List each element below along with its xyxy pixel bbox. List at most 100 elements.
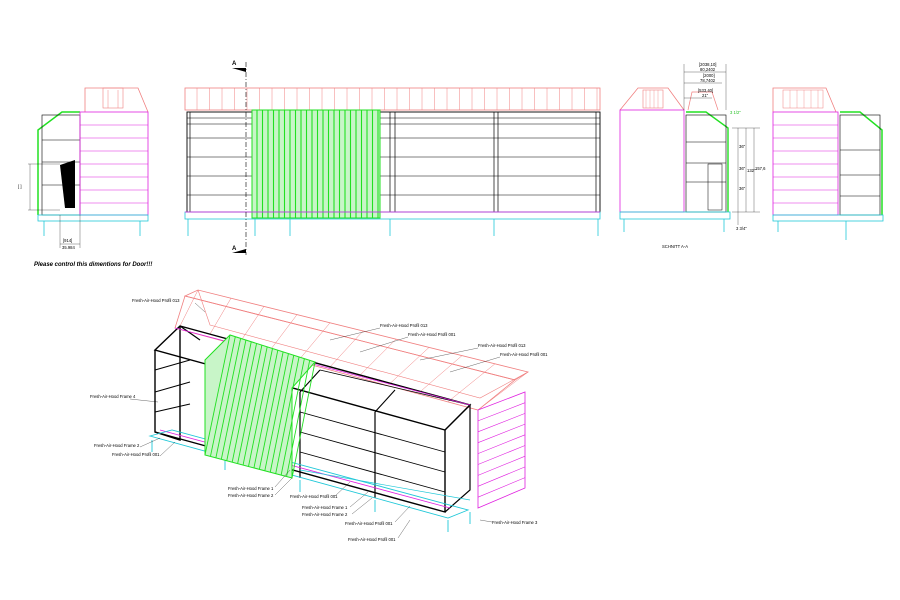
drawing-line [209, 298, 232, 335]
drawing-line [209, 336, 236, 457]
left-dim-bracket: [ ] [18, 184, 22, 189]
section-a-a-view: [2038,10] 80,2402 [2000] 78,7402 [533,40… [619, 62, 766, 249]
drawing-line [448, 363, 496, 402]
callout-label: Fresh-Air-Hood Profil 013 [132, 298, 180, 303]
left-end-view: [ ] [914] 35.984 Please control this dim… [18, 87, 152, 268]
drawing-line [275, 356, 300, 474]
right-frame-green [840, 111, 883, 215]
drawing-line [477, 455, 526, 476]
left-base [37, 214, 149, 222]
callout: Fresh-Air-Hood Frame 2 [302, 497, 373, 517]
drawing-line [231, 343, 258, 463]
right-hood-outline [772, 87, 837, 113]
green-dim: 3 1/2" [730, 110, 741, 115]
callout: Fresh-Air-Hood Frame 3 [479, 519, 538, 525]
left-cladding [79, 111, 149, 216]
left-hood-window [102, 87, 124, 109]
callout: Fresh-Air-Hood Profil 013 [132, 298, 206, 313]
drawing-line [226, 341, 252, 461]
right-dim-5: 3 3/4" [736, 226, 747, 231]
left-frame-green [37, 111, 80, 215]
drawing-line [269, 355, 295, 473]
left-hood-outline [84, 87, 149, 113]
drawing-line [215, 338, 242, 458]
callouts: Fresh-Air-Hood Profil 013 Fresh-Air-Hood… [90, 298, 548, 542]
drawing-line [179, 289, 199, 327]
iso-cladding-lines [477, 402, 526, 498]
callout: Fresh-Air-Hood Frame 4 [90, 394, 159, 403]
drawing-line [477, 445, 526, 465]
section-frame-green [686, 111, 729, 212]
callout: Fresh-Air-Hood Profil 001 [359, 332, 456, 353]
drawing-line [258, 351, 284, 470]
callout: Fresh-Air-Hood Frame 2 [228, 477, 293, 498]
callout: Fresh-Air-Hood Frame 2 [94, 437, 161, 448]
right-dim-4: 36" [739, 186, 746, 191]
left-dim-914: [914] [63, 238, 72, 243]
callout-label: Fresh-Air-Hood Profil 001 [348, 537, 396, 542]
callout-label: Fresh-Air-Hood Profil 001 [408, 332, 456, 337]
right-dim-3: 132" [747, 168, 756, 173]
callout-label: Fresh-Air-Hood Profil 001 [345, 521, 393, 526]
top-dim-1b: 80,2402 [700, 67, 716, 72]
callout-label: Fresh-Air-Hood Frame 1 [302, 505, 348, 510]
top-dim-3a: [533,40] [698, 88, 713, 93]
right-dim-6: 157,6 [755, 166, 766, 171]
callout-label: Fresh-Air-Hood Frame 3 [492, 520, 538, 525]
callout-label: Fresh-Air-Hood Frame 4 [90, 394, 136, 399]
drawing-line [239, 306, 265, 343]
callout: Fresh-Air-Hood Frame 1 [228, 469, 291, 491]
drawing-line [220, 339, 247, 460]
callout-label: Fresh-Air-Hood Profil 013 [380, 323, 428, 328]
front-hood-ribs [196, 88, 598, 110]
top-dim-2a: [2000] [703, 73, 715, 78]
right-base [772, 214, 884, 222]
callout-label: Fresh-Air-Hood Frame 1 [228, 486, 274, 491]
drawing-line [358, 339, 397, 377]
right-dim-2: 36" [739, 166, 746, 171]
front-base [184, 211, 601, 220]
door-dimension-note: Please control this dimentions for Door!… [34, 262, 152, 268]
drawing-line [286, 360, 311, 477]
drawing-line [477, 434, 526, 454]
drawing-line [418, 355, 463, 394]
iso-hood-ribs [179, 289, 529, 411]
drawing-line [264, 353, 289, 471]
section-letter-top: A [232, 61, 237, 67]
iso-frame-left-end [154, 326, 181, 441]
drawing-line [477, 371, 529, 411]
drawing-line [242, 346, 268, 466]
callout: Fresh-Air-Hood Profil 001 [345, 505, 411, 526]
section-cladding [619, 109, 685, 213]
drawing-line [477, 413, 526, 433]
callout-label: Fresh-Air-Hood Profil 001 [500, 352, 548, 357]
right-dim-1: 36" [739, 144, 746, 149]
callout-label: Fresh-Air-Hood Profil 001 [112, 452, 160, 457]
drawing-line [477, 423, 526, 443]
callout: Fresh-Air-Hood Profil 001 [290, 481, 351, 499]
callout: Fresh-Air-Hood Profil 001 [112, 441, 176, 457]
left-door-wedge [60, 160, 75, 208]
front-legs [187, 219, 599, 236]
front-door-ribs [256, 110, 379, 218]
top-dim-3b: 21" [702, 93, 709, 98]
drawing-line [299, 322, 331, 360]
section-letter-bottom: A [232, 246, 237, 252]
callout: Fresh-Air-Hood Profil 013 [329, 323, 428, 341]
drawing-line [328, 330, 364, 369]
drawing-line [269, 314, 298, 352]
section-caption: SCHNITT A-A [662, 244, 688, 249]
callout-label: Fresh-Air-Hood Profil 013 [478, 343, 526, 348]
callout: Fresh-Air-Hood Profil 001 [449, 352, 548, 373]
front-elevation: A A [184, 61, 601, 255]
right-end-view [772, 87, 884, 240]
drawing-line [253, 350, 279, 469]
front-hood-band [184, 87, 601, 111]
drawing-line [291, 361, 316, 479]
iso-base [148, 429, 470, 519]
section-hood [619, 87, 685, 111]
iso-right-cladding [477, 391, 526, 509]
section-base [619, 211, 731, 220]
top-dim-2b: 78,7402 [700, 78, 716, 83]
